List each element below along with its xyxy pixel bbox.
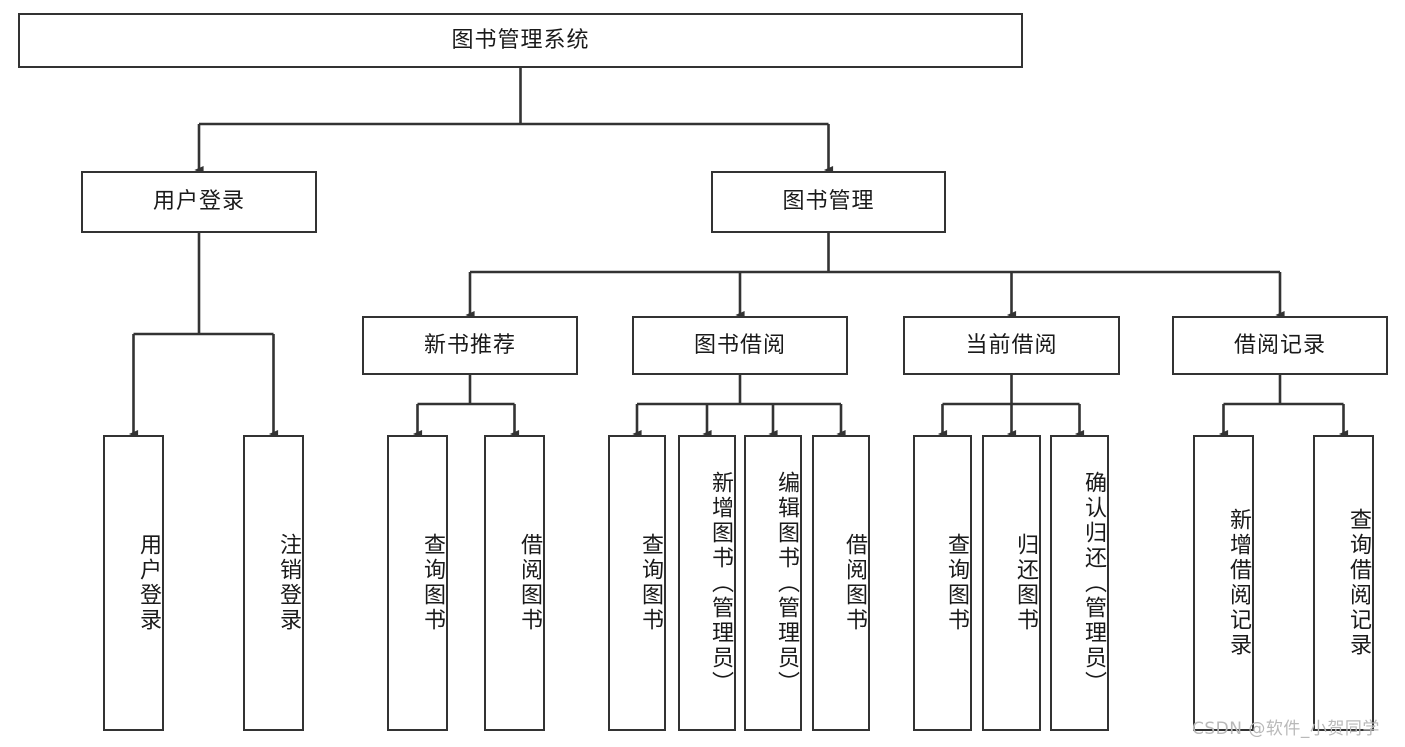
node-current-borrow[interactable]: 当前借阅 <box>903 316 1120 375</box>
node-book-manage[interactable]: 图书管理 <box>711 171 946 233</box>
node-leaf-user-login[interactable]: 用户登录 <box>103 435 164 731</box>
node-leaf-query-book-rec[interactable]: 查询图书 <box>387 435 448 731</box>
node-label: 注销登录 <box>276 533 301 633</box>
node-leaf-borrow-book-bb[interactable]: 借阅图书 <box>812 435 870 731</box>
node-label: 查询借阅记录 <box>1346 508 1371 658</box>
node-label: 确认归还（管理员） <box>1081 470 1106 696</box>
node-leaf-user-logout[interactable]: 注销登录 <box>243 435 304 731</box>
node-leaf-query-record[interactable]: 查询借阅记录 <box>1313 435 1374 731</box>
node-label: 借阅图书 <box>842 533 867 633</box>
node-label: 新增图书（管理员） <box>708 470 733 696</box>
node-label: 新增借阅记录 <box>1226 508 1251 658</box>
node-leaf-borrow-book-rec[interactable]: 借阅图书 <box>484 435 545 731</box>
node-label: 归还图书 <box>1013 533 1038 633</box>
node-label: 用户登录 <box>136 533 161 633</box>
csdn-watermark: CSDN @软件_小贺同学 <box>1192 719 1380 739</box>
node-label: 用户登录 <box>152 189 245 215</box>
node-label: 查询图书 <box>944 533 969 633</box>
node-label: 当前借阅 <box>965 332 1058 358</box>
node-user-login[interactable]: 用户登录 <box>81 171 317 233</box>
node-leaf-confirm-return[interactable]: 确认归还（管理员） <box>1050 435 1109 731</box>
node-leaf-return-book[interactable]: 归还图书 <box>982 435 1041 731</box>
node-label: 查询图书 <box>420 533 445 633</box>
node-label: 借阅图书 <box>517 533 542 633</box>
node-leaf-query-book-cb[interactable]: 查询图书 <box>913 435 972 731</box>
node-label: 编辑图书（管理员） <box>774 470 799 696</box>
node-leaf-add-book[interactable]: 新增图书（管理员） <box>678 435 736 731</box>
node-label: 借阅记录 <box>1233 332 1326 358</box>
node-leaf-edit-book[interactable]: 编辑图书（管理员） <box>744 435 802 731</box>
node-label: 图书借阅 <box>693 332 786 358</box>
node-label: 图书管理 <box>782 189 875 215</box>
node-label: 查询图书 <box>638 533 663 633</box>
node-borrow-record[interactable]: 借阅记录 <box>1172 316 1388 375</box>
node-new-book-rec[interactable]: 新书推荐 <box>362 316 578 375</box>
node-label: 图书管理系统 <box>451 27 590 53</box>
node-leaf-query-book-bb[interactable]: 查询图书 <box>608 435 666 731</box>
node-label: 新书推荐 <box>423 332 516 358</box>
node-root[interactable]: 图书管理系统 <box>18 13 1023 68</box>
node-leaf-add-record[interactable]: 新增借阅记录 <box>1193 435 1254 731</box>
node-book-borrow[interactable]: 图书借阅 <box>632 316 848 375</box>
